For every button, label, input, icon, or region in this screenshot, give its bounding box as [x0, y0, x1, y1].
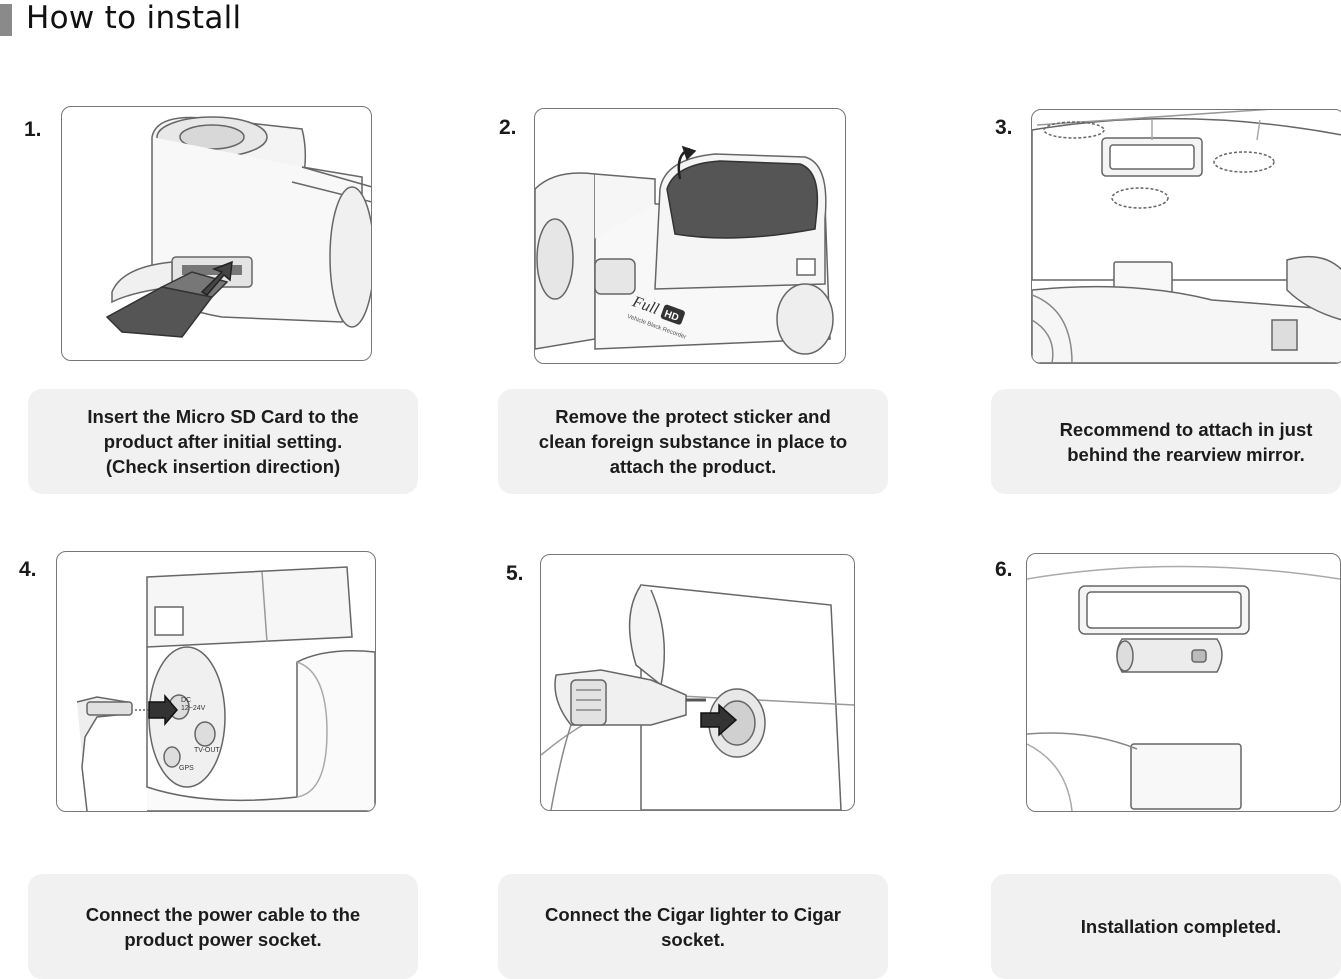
step-2-caption: Remove the protect sticker and clean for…	[498, 389, 888, 494]
svg-text:TV-OUT: TV-OUT	[194, 747, 220, 754]
step-2-illustration: Full HD Vehicle Black Recorder	[534, 108, 846, 364]
step-3-caption-line: Recommend to attach in just	[1059, 418, 1313, 440]
step-1-caption-line: (Check insertion direction)	[105, 456, 341, 477]
step-1-number: 1.	[24, 118, 42, 141]
step-6-caption: Installation completed.	[991, 874, 1341, 979]
page-title: How to install	[26, 0, 242, 36]
step-6-illustration	[1026, 553, 1341, 812]
step-6-caption-line: Installation completed.	[1080, 916, 1282, 937]
step-1-illustration	[61, 106, 372, 361]
step-6-number: 6.	[995, 558, 1013, 581]
step-4-illustration: DC 12~24V TV-OUT GPS	[56, 551, 376, 812]
svg-text:12~24V: 12~24V	[181, 705, 206, 712]
step-4-caption-line: Connect the power cable to the	[85, 904, 361, 925]
step-1-caption-line: Insert the Micro SD Card to the	[87, 406, 359, 427]
step-2-caption-line: attach the product.	[609, 456, 777, 477]
step-5-caption-line: socket.	[661, 929, 725, 950]
step-4-number: 4.	[19, 558, 37, 581]
step-5-caption-line: Connect the Cigar lighter to Cigar	[544, 904, 842, 925]
step-2-caption-line: clean foreign substance in place to	[538, 431, 848, 452]
step-1-caption-line: product after initial setting.	[103, 431, 343, 452]
step-5-number: 5.	[506, 562, 524, 585]
svg-text:GPS: GPS	[179, 765, 194, 772]
svg-text:DC: DC	[181, 697, 191, 704]
title-accent-bar	[0, 4, 12, 36]
step-3-caption: Recommend to attach in just behind the r…	[991, 389, 1341, 494]
step-3-illustration	[1031, 109, 1341, 364]
step-1-caption: Insert the Micro SD Card to the product …	[28, 389, 418, 494]
step-4-caption: Connect the power cable to the product p…	[28, 874, 418, 979]
svg-text:HD: HD	[663, 309, 680, 324]
step-3-caption-line: behind the rearview mirror.	[1067, 443, 1305, 465]
step-5-illustration	[540, 554, 855, 811]
step-3-number: 3.	[995, 116, 1013, 139]
step-2-caption-line: Remove the protect sticker and	[555, 406, 831, 427]
step-4-caption-line: product power socket.	[124, 929, 322, 950]
step-5-caption: Connect the Cigar lighter to Cigar socke…	[498, 874, 888, 979]
step-2-number: 2.	[499, 116, 517, 139]
